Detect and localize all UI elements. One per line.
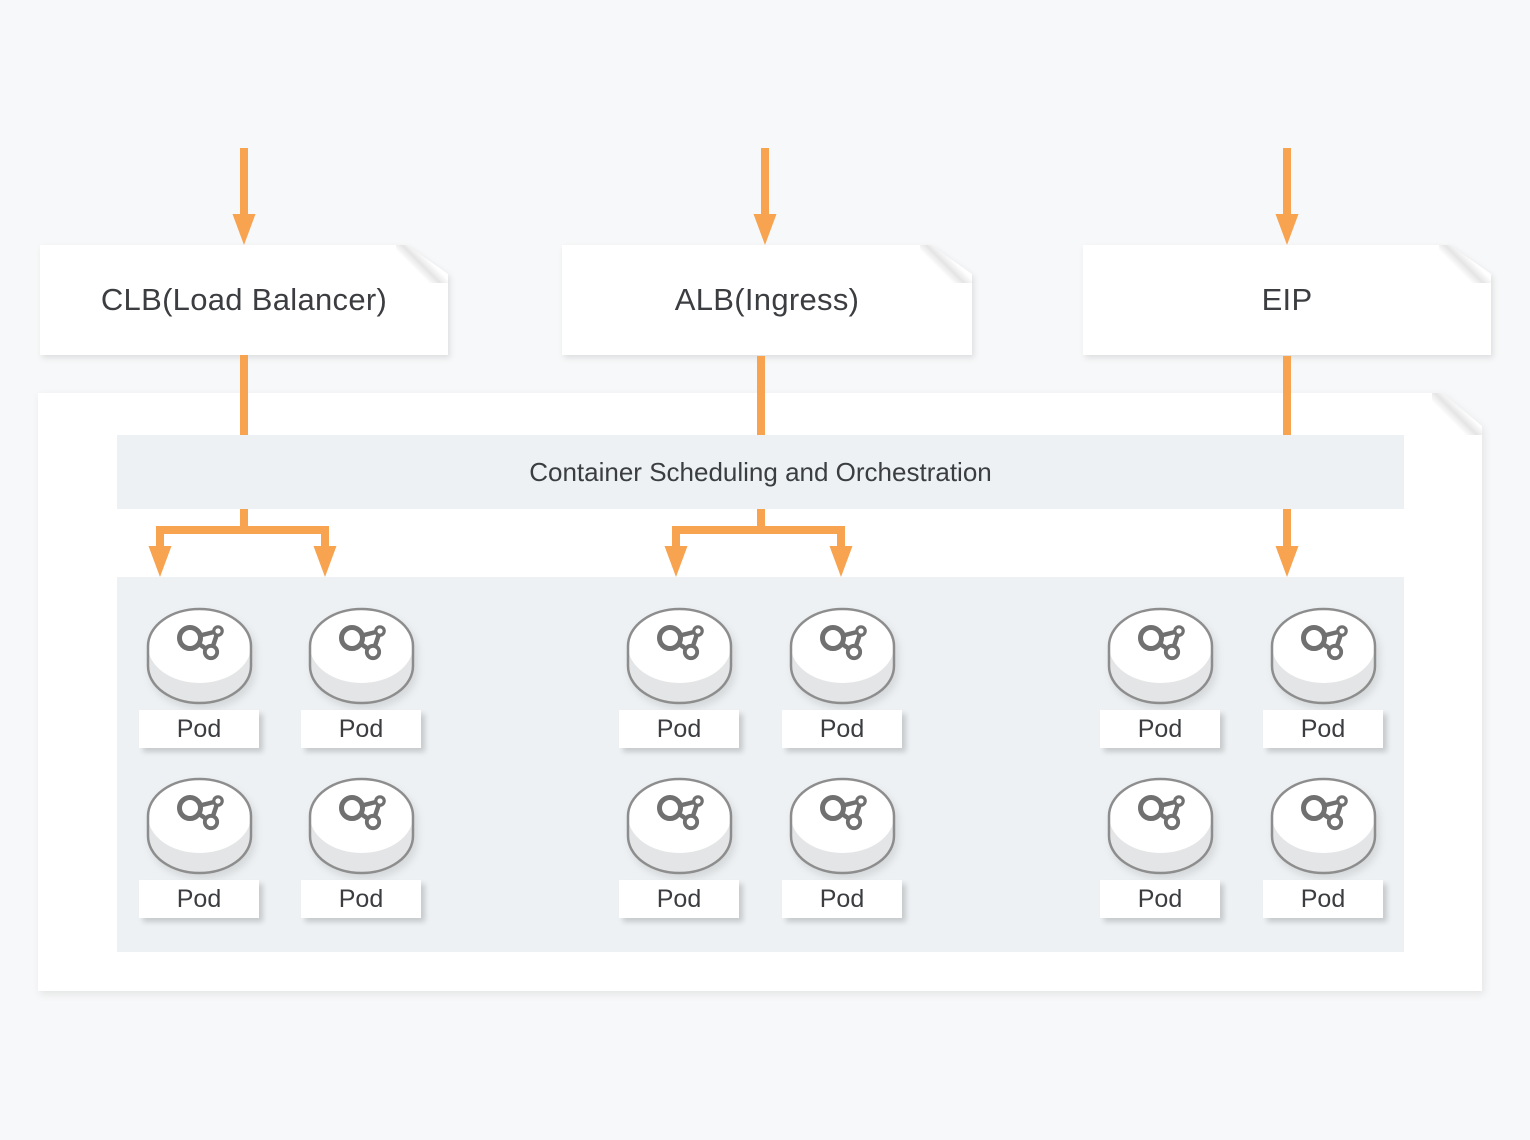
pod-item: Pod <box>139 776 259 926</box>
pod-label: Pod <box>1263 880 1383 918</box>
node-alb: ALB(Ingress) <box>562 245 972 355</box>
pod-cylinder-icon <box>1270 777 1376 875</box>
pod-cylinder-icon <box>308 777 414 875</box>
pod-label: Pod <box>301 880 421 918</box>
pod-label: Pod <box>1100 710 1220 748</box>
pod-label: Pod <box>782 710 902 748</box>
folded-corner <box>1439 245 1491 283</box>
folded-corner <box>396 245 448 283</box>
node-clb-label: CLB(Load Balancer) <box>100 282 388 317</box>
pod-cylinder-icon <box>1107 777 1213 875</box>
pod-label: Pod <box>619 880 739 918</box>
molecule-icon <box>176 625 224 661</box>
molecule-icon <box>1137 795 1185 831</box>
folded-corner <box>920 245 972 283</box>
pod-item: Pod <box>139 606 259 756</box>
pod-cylinder-icon <box>626 777 732 875</box>
pod-label: Pod <box>619 710 739 748</box>
pod-cylinder-icon <box>146 607 252 705</box>
pod-cylinder-icon <box>308 607 414 705</box>
pod-item: Pod <box>619 776 739 926</box>
pod-item: Pod <box>1263 606 1383 756</box>
arrow-into-alb-icon <box>753 148 777 245</box>
pod-item: Pod <box>782 776 902 926</box>
orchestration-title: Container Scheduling and Orchestration <box>529 456 992 487</box>
pod-label: Pod <box>782 880 902 918</box>
node-eip-label: EIP <box>1261 282 1313 317</box>
pod-item: Pod <box>782 606 902 756</box>
molecule-icon <box>338 625 386 661</box>
pod-item: Pod <box>301 776 421 926</box>
arrow-into-eip-icon <box>1275 148 1299 245</box>
pod-item: Pod <box>619 606 739 756</box>
node-clb-card: CLB(Load Balancer) <box>40 245 448 355</box>
molecule-icon <box>1137 625 1185 661</box>
molecule-icon <box>819 795 867 831</box>
pod-cylinder-icon <box>1107 607 1213 705</box>
pod-item: Pod <box>1100 776 1220 926</box>
node-eip-card: EIP <box>1083 245 1491 355</box>
molecule-icon <box>656 795 704 831</box>
pod-label: Pod <box>301 710 421 748</box>
node-eip: EIP <box>1083 245 1491 355</box>
pod-cylinder-icon <box>789 777 895 875</box>
pod-label: Pod <box>1100 880 1220 918</box>
node-alb-label: ALB(Ingress) <box>674 282 860 317</box>
pod-item: Pod <box>1263 776 1383 926</box>
pod-label: Pod <box>139 710 259 748</box>
pod-label: Pod <box>139 880 259 918</box>
pod-cylinder-icon <box>789 607 895 705</box>
molecule-icon <box>656 625 704 661</box>
pod-cylinder-icon <box>1270 607 1376 705</box>
molecule-icon <box>176 795 224 831</box>
node-alb-card: ALB(Ingress) <box>562 245 972 355</box>
arrow-into-clb-icon <box>232 148 256 245</box>
molecule-icon <box>1300 795 1348 831</box>
pod-item: Pod <box>301 606 421 756</box>
pod-label: Pod <box>1263 710 1383 748</box>
folded-corner <box>1432 393 1482 435</box>
pod-cylinder-icon <box>626 607 732 705</box>
molecule-icon <box>819 625 867 661</box>
orchestration-header: Container Scheduling and Orchestration <box>117 435 1404 509</box>
pod-cylinder-icon <box>146 777 252 875</box>
node-clb: CLB(Load Balancer) <box>40 245 448 355</box>
pod-item: Pod <box>1100 606 1220 756</box>
molecule-icon <box>338 795 386 831</box>
molecule-icon <box>1300 625 1348 661</box>
